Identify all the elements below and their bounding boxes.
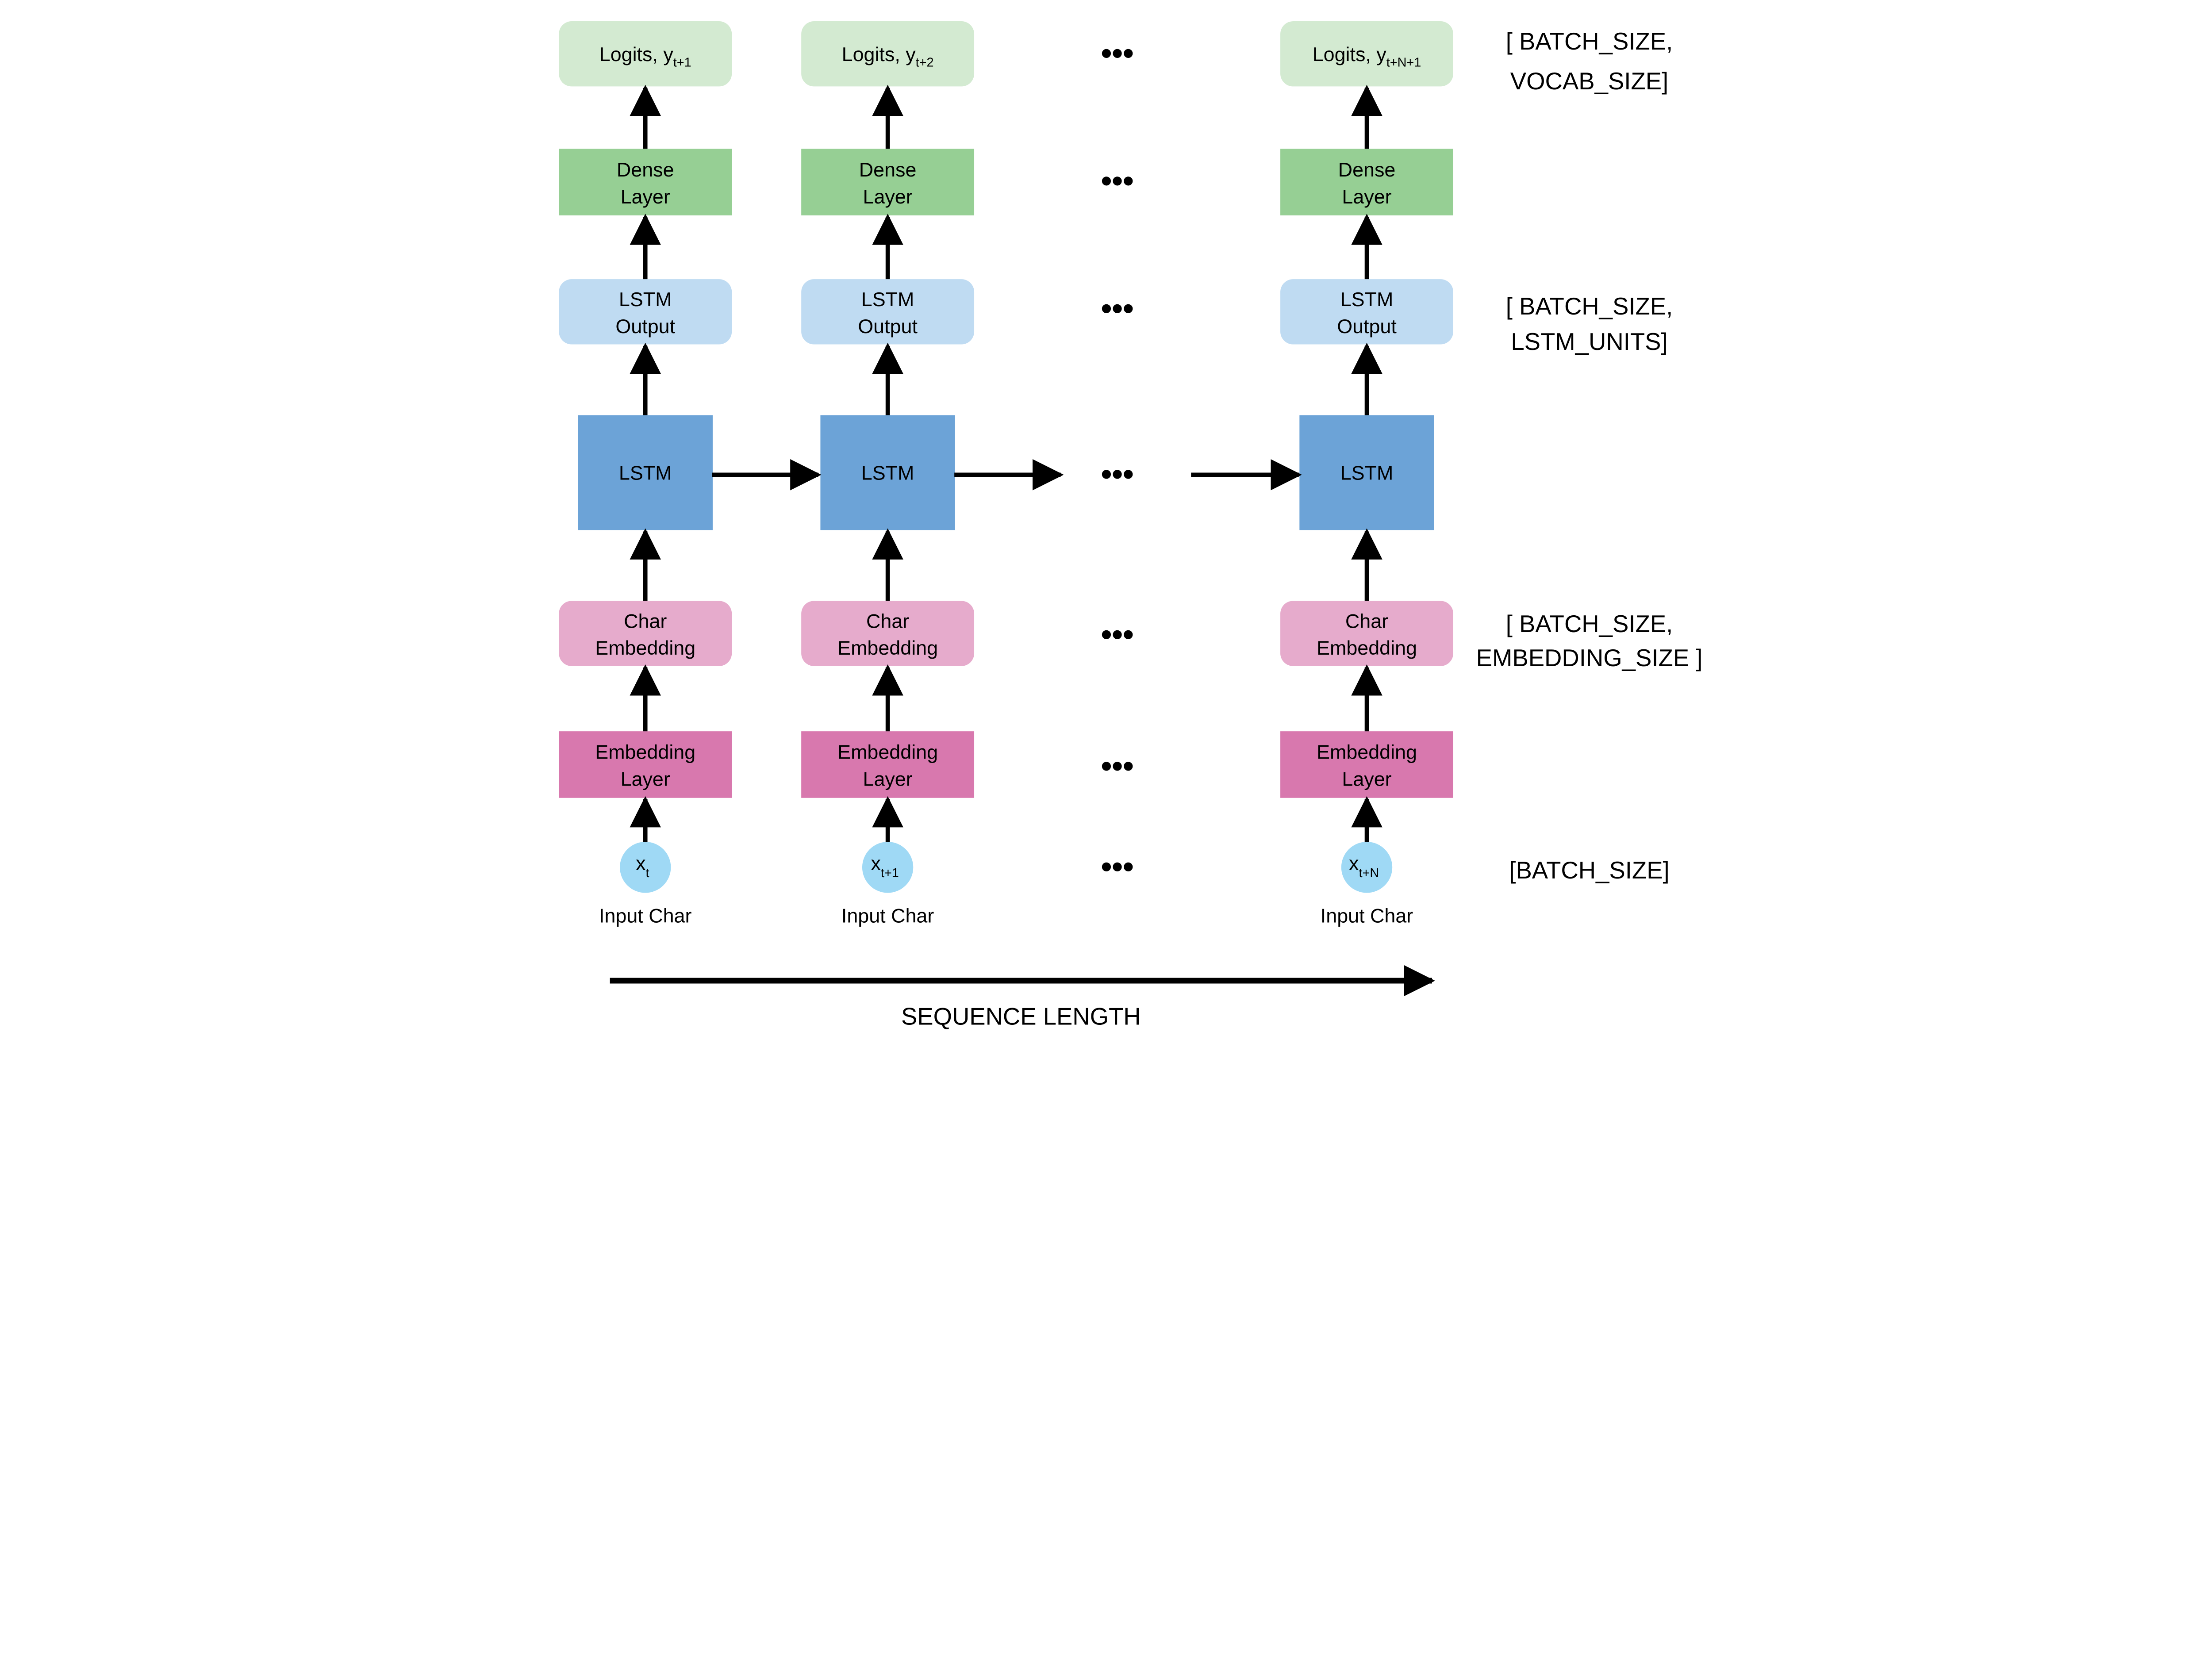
input-char-label: Input Char — [841, 905, 934, 927]
embedding-layer-box — [559, 731, 732, 798]
shape-label-embedding-line1: [ BATCH_SIZE, — [1505, 610, 1673, 637]
shape-label-logits-line1: [ BATCH_SIZE, — [1505, 27, 1673, 55]
logits-label: Logits, yt+1 — [599, 43, 691, 70]
sequence-length-label: SEQUENCE LENGTH — [901, 1003, 1141, 1030]
char-embedding-box — [801, 601, 975, 666]
ellipsis-dots: ••• — [1101, 456, 1134, 491]
lstm-output-label: Output — [858, 315, 918, 338]
input-symbol: xt+1 — [871, 852, 899, 880]
input-char-label: Input Char — [599, 905, 691, 927]
logits-box — [559, 21, 732, 87]
dense-label: Dense — [617, 158, 674, 181]
lstm-output-box — [559, 279, 732, 345]
input-symbol: xt+N — [1349, 852, 1379, 880]
dense-label: Dense — [1338, 158, 1396, 181]
lstm-output-label: LSTM — [861, 288, 914, 311]
char-embedding-box — [1280, 601, 1453, 666]
char-embedding-label: Char — [1345, 610, 1388, 632]
char-embedding-label: Embedding — [1317, 637, 1417, 659]
input-symbol: xt — [636, 852, 649, 880]
timestep-column-1: Logits, yt+1DenseLayerLSTMOutputLSTMChar… — [559, 21, 732, 927]
dense-label: Layer — [1342, 185, 1391, 208]
shape-label-lstm-output-line2: LSTM_UNITS] — [1511, 328, 1668, 356]
char-embedding-label: Embedding — [595, 637, 695, 659]
embedding-layer-box — [801, 731, 975, 798]
timestep-column-3: Logits, yt+N+1DenseLayerLSTMOutputLSTMCh… — [1280, 21, 1453, 927]
lstm-output-label: Output — [615, 315, 675, 338]
input-node — [862, 842, 914, 893]
dense-label: Layer — [621, 185, 670, 208]
ellipsis-dots: ••• — [1101, 291, 1134, 326]
lstm-output-box — [1280, 279, 1453, 345]
char-embedding-label: Char — [624, 610, 667, 632]
logits-label: Logits, yt+2 — [842, 43, 934, 70]
embedding-layer-label: Layer — [1342, 768, 1391, 790]
lstm-output-label: LSTM — [619, 288, 672, 311]
dense-box — [801, 149, 975, 215]
lstm-label: LSTM — [1340, 462, 1394, 484]
shape-label-lstm-output-line1: [ BATCH_SIZE, — [1505, 293, 1673, 320]
ellipsis-dots: ••• — [1101, 748, 1134, 783]
lstm-box — [820, 415, 955, 530]
lstm-output-box — [801, 279, 975, 345]
lstm-label: LSTM — [861, 462, 914, 484]
embedding-layer-box — [1280, 731, 1453, 798]
embedding-layer-label: Embedding — [837, 741, 938, 763]
dense-box — [559, 149, 732, 215]
input-char-label: Input Char — [1321, 905, 1413, 927]
dense-label: Layer — [863, 185, 913, 208]
char-embedding-label: Char — [866, 610, 909, 632]
shape-label-input: [BATCH_SIZE] — [1509, 857, 1670, 884]
ellipsis-dots: ••• — [1101, 849, 1134, 884]
char-embedding-label: Embedding — [837, 637, 938, 659]
embedding-layer-label: Layer — [863, 768, 913, 790]
embedding-layer-label: Embedding — [1317, 741, 1417, 763]
embedding-layer-label: Layer — [621, 768, 670, 790]
input-node — [620, 842, 671, 893]
shape-label-embedding-line2: EMBEDDING_SIZE ] — [1476, 644, 1703, 671]
shape-label-logits-line2: VOCAB_SIZE] — [1510, 67, 1669, 95]
logits-label: Logits, yt+N+1 — [1313, 43, 1421, 70]
lstm-box — [1299, 415, 1434, 530]
lstm-box — [578, 415, 713, 530]
lstm-output-label: Output — [1337, 315, 1397, 338]
ellipsis-dots: ••• — [1101, 163, 1134, 198]
dense-label: Dense — [859, 158, 917, 181]
input-node — [1341, 842, 1393, 893]
embedding-layer-label: Embedding — [595, 741, 695, 763]
char-embedding-box — [559, 601, 732, 666]
ellipsis-dots: ••• — [1101, 617, 1134, 652]
lstm-output-label: LSTM — [1340, 288, 1394, 311]
timestep-column-2: Logits, yt+2DenseLayerLSTMOutputLSTMChar… — [801, 21, 975, 927]
logits-box — [1280, 21, 1453, 87]
ellipsis-dots: ••• — [1101, 35, 1134, 70]
char-lstm-diagram: Logits, yt+1DenseLayerLSTMOutputLSTMChar… — [559, 21, 1453, 1030]
logits-box — [801, 21, 975, 87]
dense-box — [1280, 149, 1453, 215]
lstm-label: LSTM — [619, 462, 672, 484]
